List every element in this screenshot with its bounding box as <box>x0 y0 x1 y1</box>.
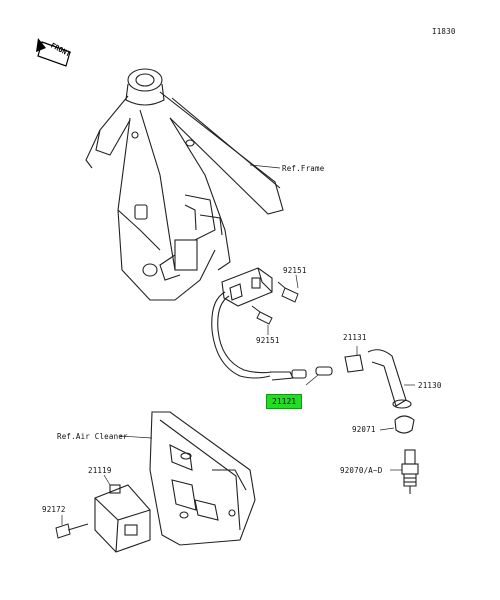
ignition-coil-drawing <box>211 267 333 381</box>
figure-code: I1830 <box>432 27 456 36</box>
label-92151-top[interactable]: 92151 <box>283 266 307 275</box>
highlighted-part-21121-button[interactable]: 21121 <box>266 394 303 409</box>
frame-drawing <box>85 68 284 301</box>
plug-cap-drawing <box>344 349 419 494</box>
label-21130[interactable]: 21130 <box>418 381 442 390</box>
front-arrow-icon <box>36 38 71 67</box>
label-21131[interactable]: 21131 <box>343 333 367 342</box>
label-ref-air-cleaner[interactable]: Ref.Air Cleaner <box>57 432 128 441</box>
bolt-92172-drawing <box>55 523 89 539</box>
label-92172[interactable]: 92172 <box>42 505 66 514</box>
label-92071[interactable]: 92071 <box>352 425 376 434</box>
air-cleaner-drawing <box>149 411 256 546</box>
label-92070[interactable]: 92070/A~D <box>340 466 383 475</box>
cdi-unit-drawing <box>94 484 151 553</box>
bolt-92151-bottom-drawing <box>251 305 273 325</box>
label-21119[interactable]: 21119 <box>88 466 112 475</box>
ref-frame-leader <box>249 164 281 169</box>
label-ref-frame[interactable]: Ref.Frame <box>282 164 325 173</box>
label-92151-bottom[interactable]: 92151 <box>256 336 280 345</box>
bolt-92151-top-drawing <box>277 281 299 303</box>
